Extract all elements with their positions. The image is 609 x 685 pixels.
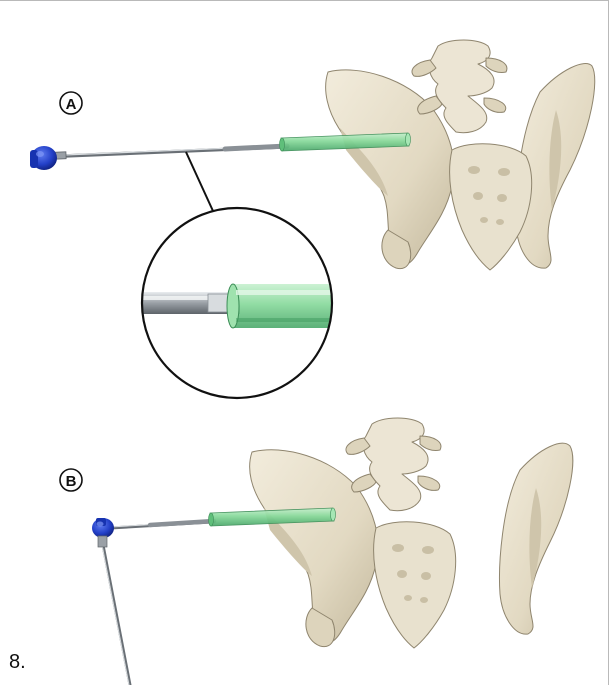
pelvis-illustration-b — [250, 418, 573, 648]
svg-text:B: B — [66, 473, 77, 490]
panel-a-label: A — [60, 92, 82, 114]
detail-magnifier-circle — [130, 208, 352, 398]
t-handle-icon-b — [92, 518, 114, 547]
svg-text:A: A — [66, 96, 77, 113]
step-number: 8. — [9, 652, 26, 672]
detail-leader-line — [186, 152, 213, 211]
t-handle-icon-a — [30, 146, 57, 170]
panel-a: A — [30, 40, 595, 398]
pelvis-illustration-a — [326, 40, 595, 270]
panel-b: B — [60, 418, 573, 685]
panel-b-label: B — [60, 469, 82, 491]
